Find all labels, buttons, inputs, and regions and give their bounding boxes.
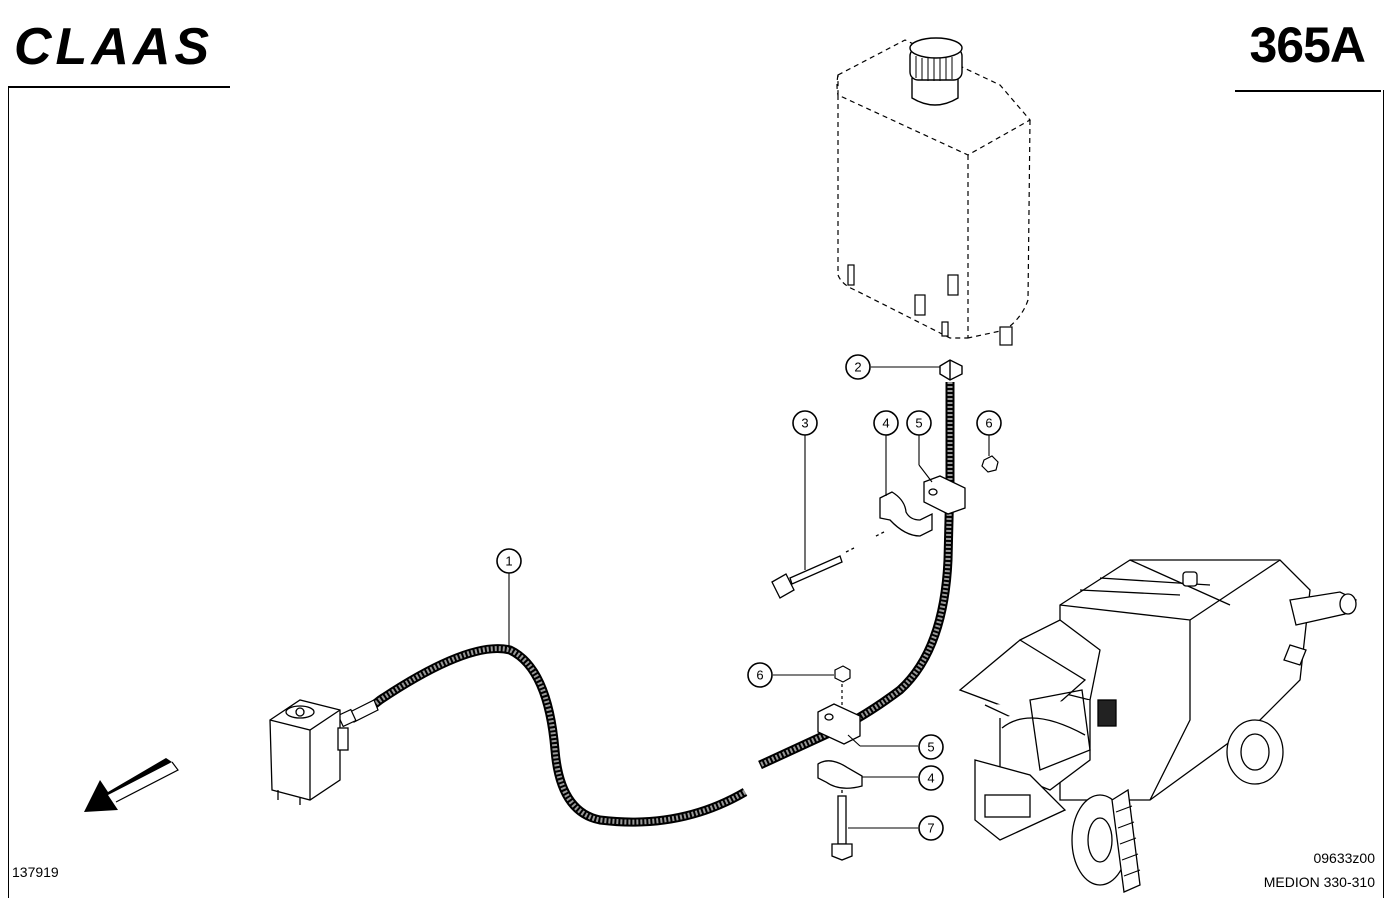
lower-nut: [834, 665, 851, 708]
lower-clamp: [817, 703, 861, 745]
lower-clamp-half: [817, 760, 863, 789]
logo-underline: [8, 86, 230, 88]
callout-6-upper: 6: [976, 410, 1002, 436]
svg-text:1: 1: [505, 554, 512, 569]
callout-6-lower: 6: [747, 662, 773, 688]
frame-right-border: [1383, 90, 1384, 898]
svg-text:6: 6: [985, 416, 992, 431]
hydraulic-hose: [367, 382, 955, 827]
callout-2: 2: [845, 354, 871, 380]
tank-studs: [847, 264, 1013, 346]
leader-lines: [508, 366, 990, 829]
drawing-code: 09633z00: [1313, 850, 1375, 866]
svg-text:5: 5: [927, 740, 934, 755]
upper-nut: [981, 455, 999, 473]
frame-left-border: [8, 88, 9, 898]
svg-text:4: 4: [927, 771, 934, 786]
page-number: 365A: [1249, 17, 1366, 73]
hose-end-fitting: [337, 699, 379, 728]
claas-logo-text: CLAAS: [14, 18, 213, 72]
svg-text:7: 7: [927, 821, 934, 836]
combine-harvester-icon: [958, 559, 1358, 893]
hose-fitting: [939, 359, 963, 381]
front-direction-arrow-icon: [84, 758, 179, 812]
image-number: 137919: [12, 864, 59, 880]
svg-text:4: 4: [882, 416, 889, 431]
model-name: MEDION 330-310: [1263, 874, 1375, 890]
upper-clamp-half: [873, 491, 933, 538]
callout-3: 3: [792, 410, 818, 436]
callout-4-lower: 4: [918, 765, 944, 791]
claas-logo: CLAAS: [14, 18, 213, 72]
svg-text:3: 3: [801, 416, 808, 431]
callout-4-upper: 4: [873, 410, 899, 436]
tank-cap: [909, 37, 963, 106]
svg-text:5: 5: [915, 416, 922, 431]
svg-text:2: 2: [854, 360, 861, 375]
upper-bolt: [771, 547, 855, 599]
lower-bolt: [831, 790, 853, 861]
callout-5-upper: 5: [906, 410, 932, 436]
svg-text:6: 6: [756, 668, 763, 683]
steering-unit-icon: [269, 699, 349, 805]
callout-1: 1: [496, 548, 522, 574]
callout-7: 7: [918, 815, 944, 841]
callout-5-lower: 5: [918, 734, 944, 760]
page-number-underline: [1235, 90, 1381, 92]
upper-clamp: [923, 475, 966, 515]
